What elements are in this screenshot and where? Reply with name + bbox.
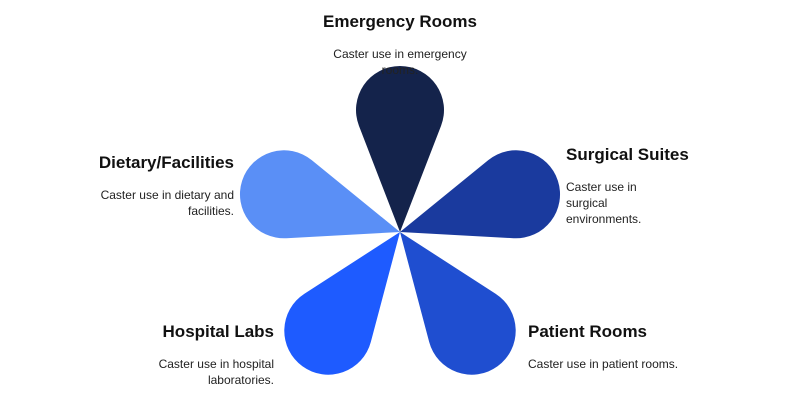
petal-emergency [356,66,444,233]
petal-patient [400,232,516,375]
hospital-labs-description: Caster use in hospital laboratories. [158,357,274,387]
patient-rooms-title: Patient Rooms [528,322,648,341]
label-surgical-suites: Surgical Suites Caster use in surgical e… [566,145,766,227]
label-patient-rooms: Patient Rooms Caster use in patient room… [528,322,728,372]
surgical-suites-title: Surgical Suites [566,145,689,164]
label-emergency-rooms: Emergency Rooms Caster use in emergency … [300,12,500,78]
label-dietary-facilities: Dietary/Facilities Caster use in dietary… [60,153,234,219]
emergency-rooms-title: Emergency Rooms [323,12,477,31]
hospital-labs-title: Hospital Labs [162,322,274,341]
emergency-rooms-description: Caster use in emergency rooms. [333,47,467,77]
petal-surgical [400,150,561,239]
petal-labs [284,232,400,375]
dietary-facilities-description: Caster use in dietary and facilities. [100,188,234,218]
dietary-facilities-title: Dietary/Facilities [98,153,234,172]
label-hospital-labs: Hospital Labs Caster use in hospital lab… [70,322,274,388]
patient-rooms-description: Caster use in patient rooms. [528,357,679,371]
petal-dietary [239,150,400,239]
surgical-suites-description: Caster use in surgical environments. [566,180,642,226]
